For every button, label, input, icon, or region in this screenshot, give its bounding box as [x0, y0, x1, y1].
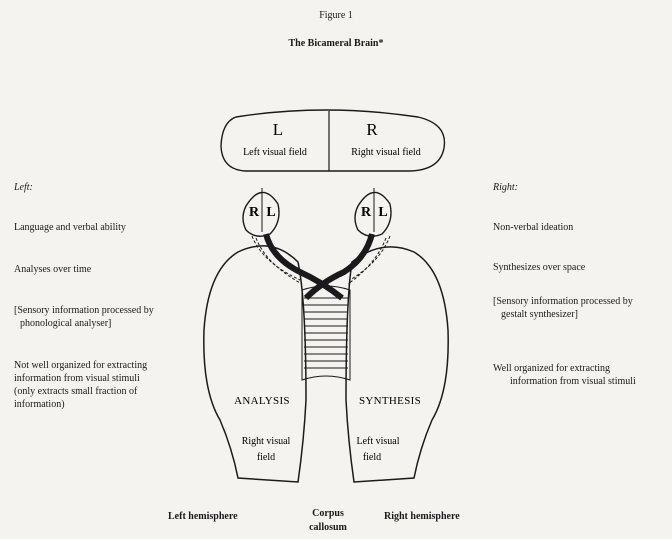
right-optic-nerve [306, 234, 372, 298]
right-hemisphere-label: Right hemisphere [384, 511, 460, 523]
analysis-label: ANALYSIS [234, 395, 290, 407]
left-hemi-field-line2: field [257, 452, 275, 463]
corpus-label-line1: Corpus [300, 508, 356, 520]
left-field-label: Left visual field [243, 147, 307, 158]
left-eye-r-letter: R [249, 205, 260, 220]
right-eye-r-letter: R [361, 205, 372, 220]
right-field-letter: R [366, 120, 378, 139]
left-hemisphere-label: Left hemisphere [168, 511, 238, 523]
left-optic-nerve [266, 234, 342, 298]
visual-field-oval [221, 110, 444, 171]
corpus-callosum-stripes [304, 298, 348, 368]
synthesis-label: SYNTHESIS [359, 395, 421, 407]
corpus-label-line2: callosum [300, 522, 356, 534]
left-field-letter: L [273, 120, 283, 139]
right-field-label: Right visual field [351, 147, 420, 158]
left-eye-l-letter: L [266, 205, 275, 220]
right-eye-l-letter: L [378, 205, 387, 220]
right-hemi-field-line1: Left visual [356, 436, 399, 447]
left-hemi-field-line1: Right visual [242, 436, 291, 447]
right-hemi-field-line2: field [363, 452, 381, 463]
